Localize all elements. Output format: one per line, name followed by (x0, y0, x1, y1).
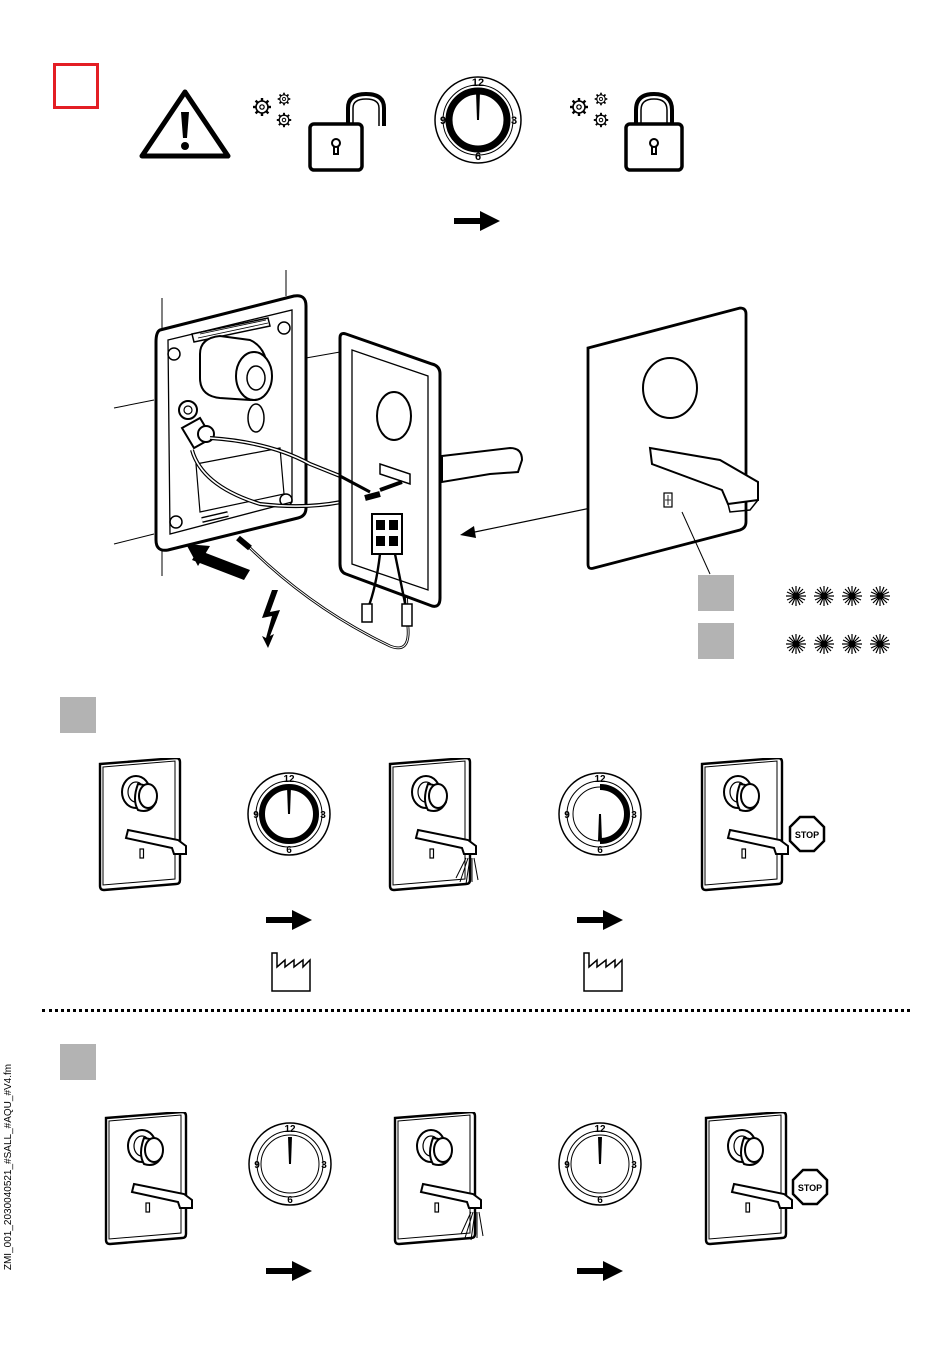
lightning-icon (258, 588, 288, 650)
dial-label-9: 9 (564, 1160, 570, 1171)
clock-dial-icon: 12 6 9 3 (246, 771, 332, 857)
factory-icon (270, 951, 312, 993)
spark-icon (814, 634, 834, 654)
faucet-panel-icon (98, 758, 190, 894)
led-blink-row-1 (782, 583, 898, 609)
stop-label: STOP (798, 1183, 822, 1193)
front-panel (588, 308, 746, 569)
dial-label-6: 6 (286, 845, 292, 856)
dial-label-6: 6 (475, 151, 481, 163)
clock-dial-icon: 12 6 9 3 (432, 74, 524, 166)
dial-label-6: 6 (287, 1195, 293, 1206)
spark-icon (870, 586, 890, 606)
led-legend-box-1 (698, 575, 734, 611)
section-divider (42, 1009, 910, 1012)
arrow-right-icon (266, 907, 316, 933)
installation-diagram (110, 268, 790, 668)
dial-label-12: 12 (472, 77, 484, 89)
arrow-right-icon (577, 1258, 627, 1284)
clock-dial-thin-icon: 12 6 9 3 (247, 1121, 333, 1207)
dial-label-12: 12 (594, 1124, 606, 1135)
arrow-right-icon (577, 907, 627, 933)
dial-label-6: 6 (597, 1195, 603, 1206)
step-box-section-2 (60, 1044, 96, 1080)
led-blink-row-2 (782, 631, 898, 657)
dial-label-9: 9 (253, 810, 259, 821)
spark-icon (842, 634, 862, 654)
led-legend-box-2 (698, 623, 734, 659)
dial-label-9: 9 (254, 1160, 260, 1171)
dial-label-6: 6 (597, 845, 603, 856)
stop-sign-icon: STOP (791, 1168, 829, 1206)
arrow-right-icon (454, 208, 504, 234)
sensor-light-icon (662, 491, 676, 511)
stop-label: STOP (795, 830, 819, 840)
gears-icon (565, 90, 619, 136)
step-box-section-1 (60, 697, 96, 733)
spark-icon (842, 586, 862, 606)
dial-label-9: 9 (564, 810, 570, 821)
arrow-right-icon (266, 1258, 316, 1284)
warning-triangle-icon (138, 88, 232, 160)
dial-label-12: 12 (284, 1124, 296, 1135)
faucet-panel-icon (104, 1112, 196, 1248)
faucet-panel-water-icon (393, 1112, 489, 1258)
faucet-panel-water-icon (388, 758, 484, 904)
stop-sign-icon: STOP (788, 815, 826, 853)
red-marker-square (53, 63, 99, 109)
clock-dial-half-icon: 12 6 9 3 (557, 771, 643, 857)
dial-label-12: 12 (594, 774, 606, 785)
spark-icon (786, 634, 806, 654)
padlock-open-icon (304, 90, 396, 174)
dial-label-12: 12 (283, 774, 295, 785)
spark-icon (870, 634, 890, 654)
gears-icon (248, 90, 302, 136)
spark-icon (814, 586, 834, 606)
faucet-panel-icon (704, 1112, 796, 1248)
factory-icon (582, 951, 624, 993)
dial-label-3: 3 (321, 1160, 327, 1171)
dial-label-3: 3 (631, 1160, 637, 1171)
dial-label-3: 3 (631, 810, 637, 821)
padlock-closed-icon (620, 90, 690, 174)
dial-label-3: 3 (511, 115, 517, 127)
dial-label-9: 9 (440, 115, 446, 127)
file-code-label: ZMI_001_2030040521_#SALL_#AQU_#V4.fm (3, 1037, 17, 1297)
clock-dial-thin-icon: 12 6 9 3 (557, 1121, 643, 1207)
spark-icon (786, 586, 806, 606)
dial-label-3: 3 (320, 810, 326, 821)
faucet-panel-icon (700, 758, 792, 894)
